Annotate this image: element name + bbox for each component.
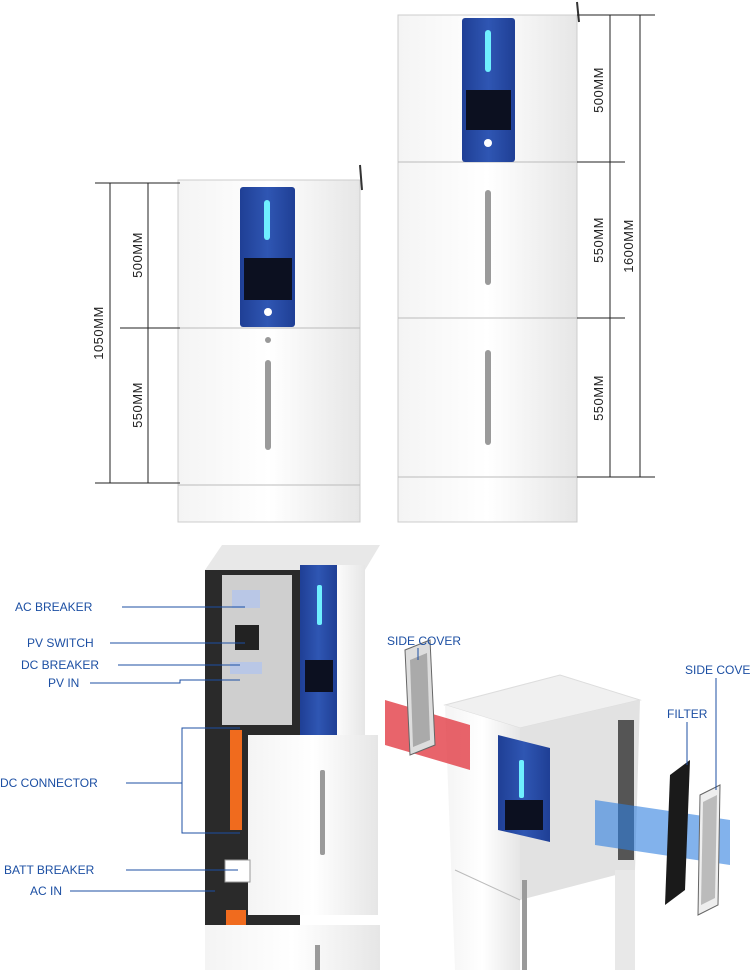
power-button xyxy=(264,308,272,316)
display-screen xyxy=(466,90,511,130)
label-dc-breaker: DC BREAKER xyxy=(21,658,99,672)
label-pv-in: PV IN xyxy=(48,676,79,690)
dim-small-bottom: 550MM xyxy=(130,382,145,428)
dimension-lines-tall xyxy=(577,14,655,478)
led-bar xyxy=(485,30,491,72)
label-side-cover-right: SIDE COVER xyxy=(685,663,750,677)
dim-tall-bottom: 550MM xyxy=(591,375,606,421)
label-filter: FILTER xyxy=(667,707,708,721)
label-batt-breaker: BATT BREAKER xyxy=(4,863,95,877)
dim-tall-middle: 550MM xyxy=(591,217,606,263)
label-dc-connector: DC CONNECTOR xyxy=(0,776,98,790)
filter xyxy=(665,760,690,905)
label-side-cover-left: SIDE COVER xyxy=(387,634,461,648)
open-unit xyxy=(205,545,380,970)
tall-unit xyxy=(397,1,580,523)
battery-indicator xyxy=(485,350,491,445)
label-ac-in: AC IN xyxy=(30,884,62,898)
callout-lines xyxy=(70,606,245,892)
dim-small-total: 1050MM xyxy=(91,306,106,360)
small-unit xyxy=(177,164,363,523)
dc-connector-cable xyxy=(230,730,242,830)
power-button xyxy=(484,139,492,147)
display-screen xyxy=(244,258,292,300)
airflow-out-arrow xyxy=(595,800,730,865)
battery-indicator xyxy=(265,360,271,450)
dim-tall-top: 500MM xyxy=(591,67,606,113)
label-pv-switch: PV SWITCH xyxy=(27,636,94,650)
dim-tall-total: 1600MM xyxy=(621,219,636,273)
dimension-lines-small xyxy=(95,182,180,484)
battery-indicator xyxy=(485,190,491,285)
callout-lines-right xyxy=(417,648,717,790)
exploded-unit xyxy=(385,639,730,970)
label-ac-breaker: AC BREAKER xyxy=(15,600,93,614)
led-bar xyxy=(264,200,270,240)
dim-small-top: 500MM xyxy=(130,232,145,278)
